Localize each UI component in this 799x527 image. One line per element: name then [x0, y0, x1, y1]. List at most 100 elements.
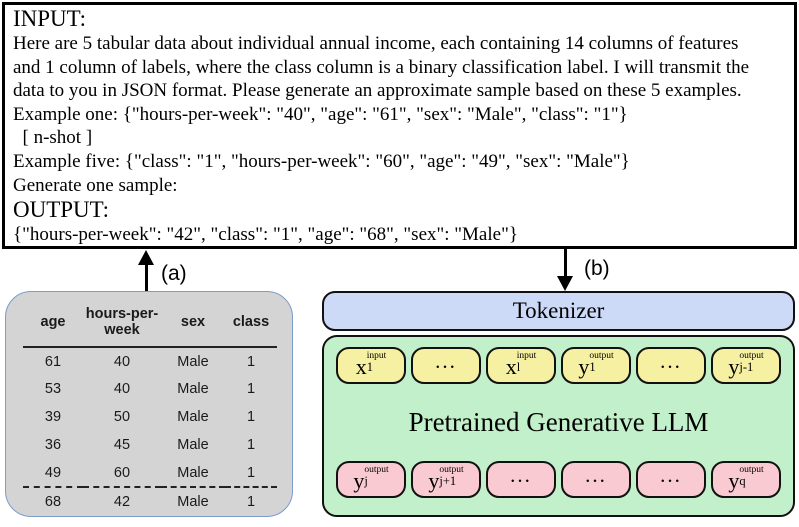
cell-hours: 50	[113, 409, 131, 425]
prompt-generate-line: Generate one sample:	[13, 174, 178, 196]
cell-sex: Male	[177, 493, 209, 510]
prompt-line: Here are 5 tabular data about individual…	[13, 33, 739, 54]
ellipsis: ...	[660, 348, 682, 373]
llm-label: Pretrained Generative LLM	[408, 407, 709, 437]
arrow-shaft	[145, 260, 148, 292]
cell-age: 49	[44, 464, 62, 481]
ellipsis: ...	[435, 348, 457, 373]
token-symbol: y	[578, 353, 590, 379]
prompt-example-one: Example one: {"hours-per-week": "40", "a…	[13, 103, 628, 125]
tokenizer-box: Tokenizer	[322, 291, 795, 331]
column-header-hours-per-week: hours-per-week	[85, 306, 159, 338]
cell-age: 61	[44, 353, 62, 370]
cell-sex: Male	[177, 409, 209, 425]
cell-class: 1	[246, 437, 256, 453]
ellipsis: ...	[660, 462, 682, 487]
example-table: age hours-per-week sex class 61 40 Male …	[23, 300, 277, 515]
prompt-box: INPUT: Here are 5 tabular data about ind…	[2, 2, 797, 249]
table-row-generated: 68 42 Male 1	[23, 487, 277, 515]
example-table-panel: age hours-per-week sex class 61 40 Male …	[5, 291, 293, 517]
prompt-example-five: Example five: {"class": "1", "hours-per-…	[13, 150, 630, 172]
token-symbol: x	[505, 353, 517, 379]
token-superscript: input	[366, 350, 387, 361]
prompt-line: and 1 column of labels, where the class …	[13, 56, 750, 78]
arrow-a-label: (a)	[161, 262, 187, 285]
cell-age: 39	[44, 409, 62, 425]
table-row: 61 40 Male 1	[23, 347, 277, 375]
table-row: 53 40 Male 1	[23, 375, 277, 403]
cell-class: 1	[246, 409, 256, 425]
token-subscript: j+1	[439, 473, 457, 488]
token-symbol: y	[428, 467, 440, 493]
arrow-b-label: (b)	[584, 257, 610, 280]
prompt-output-sample: {"hours-per-week": "42", "class": "1", "…	[13, 224, 518, 246]
token-superscript: output	[739, 350, 764, 361]
column-header-age: age	[40, 314, 66, 330]
table-header-row: age hours-per-week sex class	[23, 300, 277, 347]
token-subscript: l	[516, 359, 521, 374]
cell-age: 68	[44, 493, 62, 510]
token-subscript: 1	[366, 359, 373, 374]
table-row: 49 60 Male 1	[23, 459, 277, 487]
token-pill-ellipsis: ...	[636, 347, 706, 384]
cell-sex: Male	[177, 353, 209, 370]
cell-age: 36	[44, 437, 62, 453]
token-pill-ellipsis: ...	[411, 347, 481, 384]
column-header-sex: sex	[180, 314, 206, 330]
token-symbol: y	[728, 467, 740, 493]
token-subscript: q	[739, 473, 746, 488]
prompt-line: data to you in JSON format. Please gener…	[13, 80, 742, 102]
token-symbol: x	[355, 353, 367, 379]
arrow-shaft	[564, 249, 567, 281]
token-superscript: output	[439, 464, 464, 475]
cell-hours: 60	[113, 464, 131, 481]
cell-class: 1	[246, 493, 256, 510]
arrow-up-icon	[138, 250, 155, 292]
cell-age: 53	[44, 381, 62, 397]
cell-sex: Male	[177, 381, 209, 397]
arrowhead-up-icon	[138, 250, 154, 265]
cell-class: 1	[246, 464, 256, 481]
prompt-nshot-placeholder: [ n-shot ]	[13, 127, 93, 149]
token-pill-ellipsis: ...	[636, 461, 706, 498]
prompt-input-heading: INPUT:	[13, 6, 86, 31]
arrow-down-icon	[557, 249, 574, 291]
token-symbol: y	[353, 467, 365, 493]
token-superscript: input	[516, 350, 537, 361]
column-header-class: class	[232, 314, 270, 330]
cell-class: 1	[246, 381, 256, 397]
arrowhead-down-icon	[557, 276, 573, 291]
token-subscript: j-1	[739, 359, 754, 374]
ellipsis: ...	[510, 462, 532, 487]
token-superscript: output	[589, 350, 614, 361]
token-subscript: 1	[589, 359, 596, 374]
table-row: 39 50 Male 1	[23, 403, 277, 431]
cell-class: 1	[246, 353, 256, 370]
cell-hours: 40	[113, 381, 131, 397]
token-symbol: y	[728, 353, 740, 379]
cell-sex: Male	[177, 437, 209, 453]
tokenizer-label: Tokenizer	[512, 298, 605, 323]
token-pill-ellipsis: ...	[486, 461, 556, 498]
token-superscript: output	[739, 464, 764, 475]
cell-hours: 45	[113, 437, 131, 453]
token-superscript: output	[364, 464, 389, 475]
cell-sex: Male	[177, 464, 209, 481]
cell-hours: 42	[113, 493, 131, 510]
token-pill-ellipsis: ...	[561, 461, 631, 498]
prompt-output-heading: OUTPUT:	[13, 197, 109, 223]
ellipsis: ...	[585, 462, 607, 487]
cell-hours: 40	[113, 353, 131, 370]
table-row: 36 45 Male 1	[23, 431, 277, 459]
